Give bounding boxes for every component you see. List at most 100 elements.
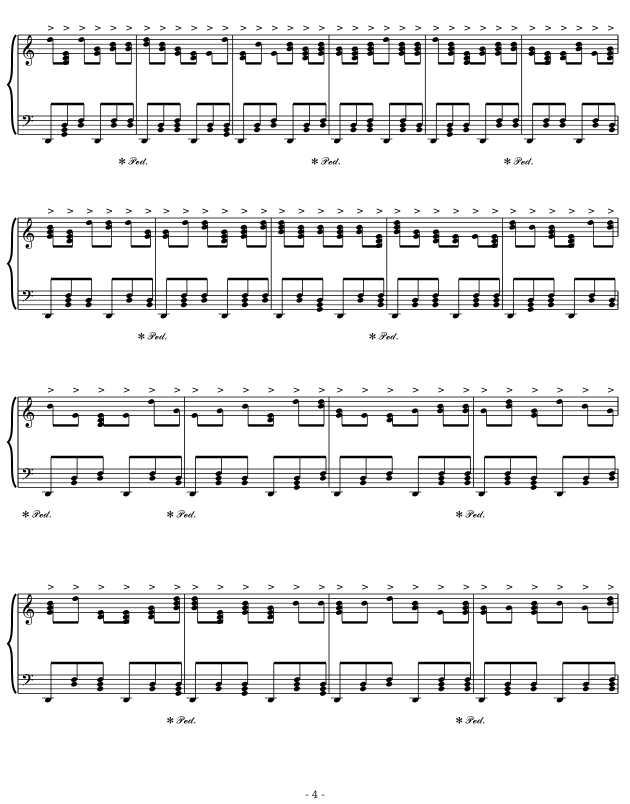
- bass-notehead: [547, 297, 555, 303]
- treble-notehead: [317, 224, 324, 230]
- brace: [6, 217, 17, 311]
- treble-notehead: [267, 609, 274, 615]
- treble-notehead: [173, 605, 180, 611]
- bass-notehead: [357, 297, 364, 303]
- bass-notehead: [608, 471, 616, 477]
- bass-notehead: [479, 138, 486, 144]
- accent-mark: >: [448, 24, 456, 34]
- accent-mark: >: [509, 207, 517, 217]
- bass-notehead: [588, 297, 595, 303]
- bass-notehead: [175, 690, 182, 696]
- bass-notehead: [276, 313, 283, 319]
- bass-notehead: [223, 131, 230, 137]
- pedal-release-mark: ✻: [369, 332, 377, 342]
- bass-notehead: [270, 122, 277, 128]
- treble-notehead: [46, 605, 54, 611]
- accent-mark: >: [387, 583, 395, 593]
- accent-mark: >: [463, 386, 471, 396]
- treble-notehead: [241, 609, 249, 615]
- accent-mark: >: [163, 207, 171, 217]
- treble-clef: 𝄞: [20, 34, 35, 66]
- bass-notehead: [412, 302, 419, 308]
- measure-1-3: >>>>>>: [232, 24, 327, 144]
- bass-notehead: [149, 475, 156, 481]
- treble-notehead: [437, 403, 444, 409]
- pedal-mark: 𝒫𝓮𝒹.: [321, 156, 341, 167]
- bass-notehead: [270, 118, 277, 124]
- page-number: - 4 -: [305, 790, 325, 801]
- bass-notehead: [478, 491, 485, 497]
- treble-notehead: [97, 422, 104, 428]
- accent-mark: >: [432, 24, 440, 34]
- treble-notehead: [479, 46, 486, 52]
- bass-notehead: [223, 122, 230, 128]
- bass-notehead: [293, 475, 301, 481]
- bass-notehead: [316, 297, 323, 303]
- accent-mark: >: [582, 583, 590, 593]
- accent-mark: >: [531, 583, 539, 593]
- treble-notehead: [317, 399, 325, 405]
- bass-notehead: [592, 118, 599, 124]
- system-1: 𝄞𝄢>>>>>>>>>>>>𝒫𝓮𝒹.✻>>>>>>>>>>>>𝒫𝓮𝒹.✻>>>>…: [6, 24, 619, 167]
- accent-mark: >: [202, 207, 210, 217]
- measure-4-2: >>>>>>𝒫𝓮𝒹.✻: [167, 583, 327, 726]
- treble-notehead: [411, 408, 419, 414]
- treble-notehead: [66, 238, 73, 244]
- treble-notehead: [317, 600, 325, 606]
- treble-notehead: [528, 224, 536, 230]
- bass-notehead: [333, 697, 341, 703]
- treble-notehead: [302, 46, 309, 52]
- accent-mark: >: [337, 207, 345, 217]
- treble-notehead: [148, 605, 155, 611]
- treble-notehead: [491, 238, 498, 244]
- accent-mark: >: [94, 24, 102, 34]
- treble-notehead: [393, 229, 400, 235]
- accent-mark: >: [255, 24, 263, 34]
- bass-notehead: [70, 677, 78, 683]
- treble-notehead: [575, 46, 582, 52]
- bass-notehead: [293, 484, 301, 490]
- treble-notehead: [591, 50, 598, 56]
- accent-mark: >: [125, 207, 133, 217]
- brace: [6, 34, 17, 136]
- treble-notehead: [505, 403, 512, 409]
- bass-notehead: [359, 480, 367, 486]
- treble-notehead: [260, 224, 267, 230]
- accent-mark: >: [240, 24, 248, 34]
- bass-notehead: [582, 475, 590, 481]
- accent-mark: >: [63, 24, 71, 34]
- bass-notehead: [319, 686, 327, 692]
- treble-notehead: [216, 614, 223, 620]
- measure-3-3: >>>>>>: [328, 386, 471, 497]
- accent-mark: >: [293, 386, 301, 396]
- treble-notehead: [556, 399, 563, 405]
- bass-notehead: [97, 475, 104, 481]
- bass-notehead: [446, 127, 453, 133]
- bass-notehead: [267, 491, 274, 497]
- bass-notehead: [527, 302, 534, 308]
- treble-notehead: [66, 233, 73, 239]
- bass-notehead: [77, 118, 85, 124]
- measure-1-2: >>>>>>𝒫𝓮𝒹.✻: [118, 24, 231, 167]
- treble-notehead: [239, 55, 246, 61]
- treble-notehead: [317, 41, 325, 47]
- treble-notehead: [335, 408, 343, 414]
- treble-notehead: [93, 50, 101, 56]
- treble-notehead: [398, 46, 405, 52]
- bass-notehead: [94, 138, 101, 144]
- treble-notehead: [46, 403, 54, 409]
- bass-notehead: [432, 293, 439, 299]
- treble-notehead: [581, 403, 588, 409]
- treble-notehead: [606, 408, 614, 414]
- measure-2-1: >>>>>>: [42, 207, 154, 319]
- measure-1-6: >>>>>>𝒫𝓮𝒹.✻: [504, 24, 616, 167]
- treble-notehead: [411, 600, 419, 606]
- bass-notehead: [350, 127, 357, 133]
- treble-notehead: [93, 46, 101, 52]
- bass-notehead: [241, 480, 248, 486]
- accent-mark: >: [336, 386, 344, 396]
- bass-notehead: [180, 302, 188, 308]
- bass-notehead: [357, 293, 364, 299]
- accent-mark: >: [318, 583, 326, 593]
- treble-notehead: [361, 412, 368, 418]
